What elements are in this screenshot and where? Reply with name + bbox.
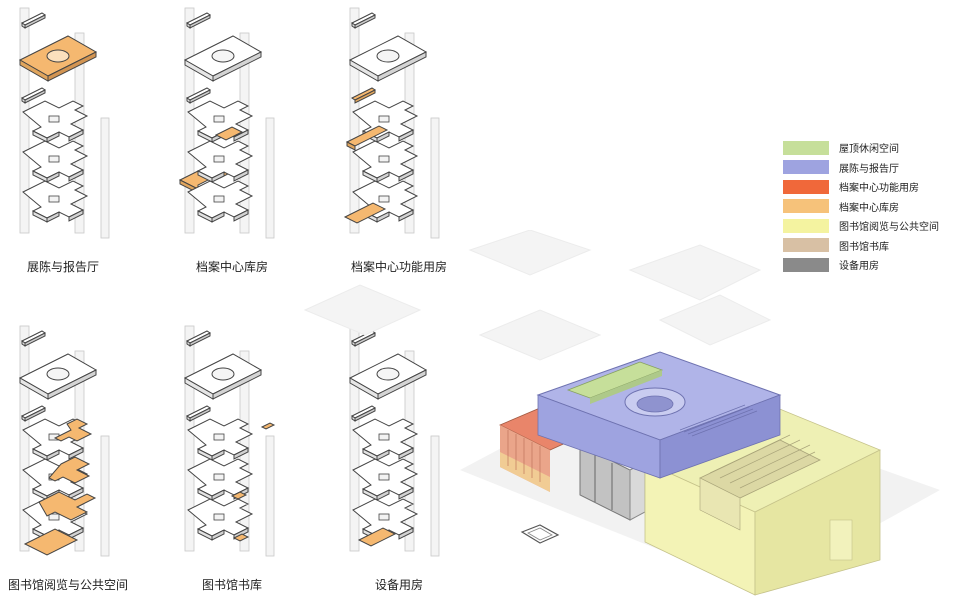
legend-swatch	[783, 257, 829, 272]
legend-item-library-stacks: 图书馆书库	[783, 236, 939, 256]
diagram-library-stacks: 图书馆书库	[180, 325, 300, 592]
exploded-axonometric	[349, 325, 440, 557]
exploded-axonometric	[19, 325, 110, 557]
legend-swatch	[783, 238, 829, 253]
legend-swatch	[783, 179, 829, 194]
legend-item-library-reading: 图书馆阅览与公共空间	[783, 216, 939, 236]
exploded-axonometric	[343, 7, 440, 239]
diagram-archive-functional: 档案中心功能用房	[343, 7, 465, 274]
legend-label: 屋顶休闲空间	[839, 144, 899, 156]
diagram-caption: 档案中心功能用房	[351, 260, 448, 274]
diagram-caption: 展陈与报告厅	[27, 260, 100, 274]
diagram-library-reading: 图书馆阅览与公共空间	[8, 325, 135, 592]
legend-item-archive-storage: 档案中心库房	[783, 197, 939, 217]
context-blocks	[303, 229, 772, 361]
library-block	[644, 404, 881, 596]
exploded-axonometric	[18, 7, 110, 239]
legend-swatch	[783, 218, 829, 233]
exploded-axonometric	[184, 325, 276, 557]
legend: 屋顶休闲空间 展陈与报告厅 档案中心功能用房 档案中心库房 图书馆阅览与公共空间…	[783, 138, 939, 275]
legend-swatch	[783, 199, 829, 214]
legend-label: 图书馆书库	[839, 241, 889, 253]
legend-swatch	[783, 140, 829, 155]
legend-label: 图书馆阅览与公共空间	[839, 222, 939, 234]
legend-item-roof-leisure: 屋顶休闲空间	[783, 138, 939, 158]
exploded-axonometric	[178, 7, 275, 239]
building-render	[300, 229, 960, 608]
legend-label: 档案中心库房	[839, 202, 899, 214]
exhibition-block	[536, 351, 782, 479]
diagram-caption: 图书馆书库	[202, 578, 263, 592]
legend-swatch	[783, 160, 829, 175]
glass-core	[579, 444, 646, 521]
legend-label: 展陈与报告厅	[839, 163, 899, 175]
diagram-caption: 档案中心库房	[196, 260, 269, 274]
diagram-exhibition-hall: 展陈与报告厅	[15, 7, 135, 274]
legend-label: 档案中心功能用房	[839, 183, 919, 195]
diagram-archive-storage: 档案中心库房	[178, 7, 300, 274]
diagram-caption: 设备用房	[375, 578, 424, 592]
legend-item-exhibition: 展陈与报告厅	[783, 158, 939, 178]
ground-slab-outline	[520, 524, 560, 544]
legend-item-equipment: 设备用房	[783, 255, 939, 275]
diagram-caption: 图书馆阅览与公共空间	[8, 578, 129, 592]
legend-item-archive-functional: 档案中心功能用房	[783, 177, 939, 197]
diagram-equipment-rooms: 设备用房	[345, 325, 465, 592]
building-axonometric-render	[303, 229, 940, 596]
legend-label: 设备用房	[839, 261, 879, 273]
